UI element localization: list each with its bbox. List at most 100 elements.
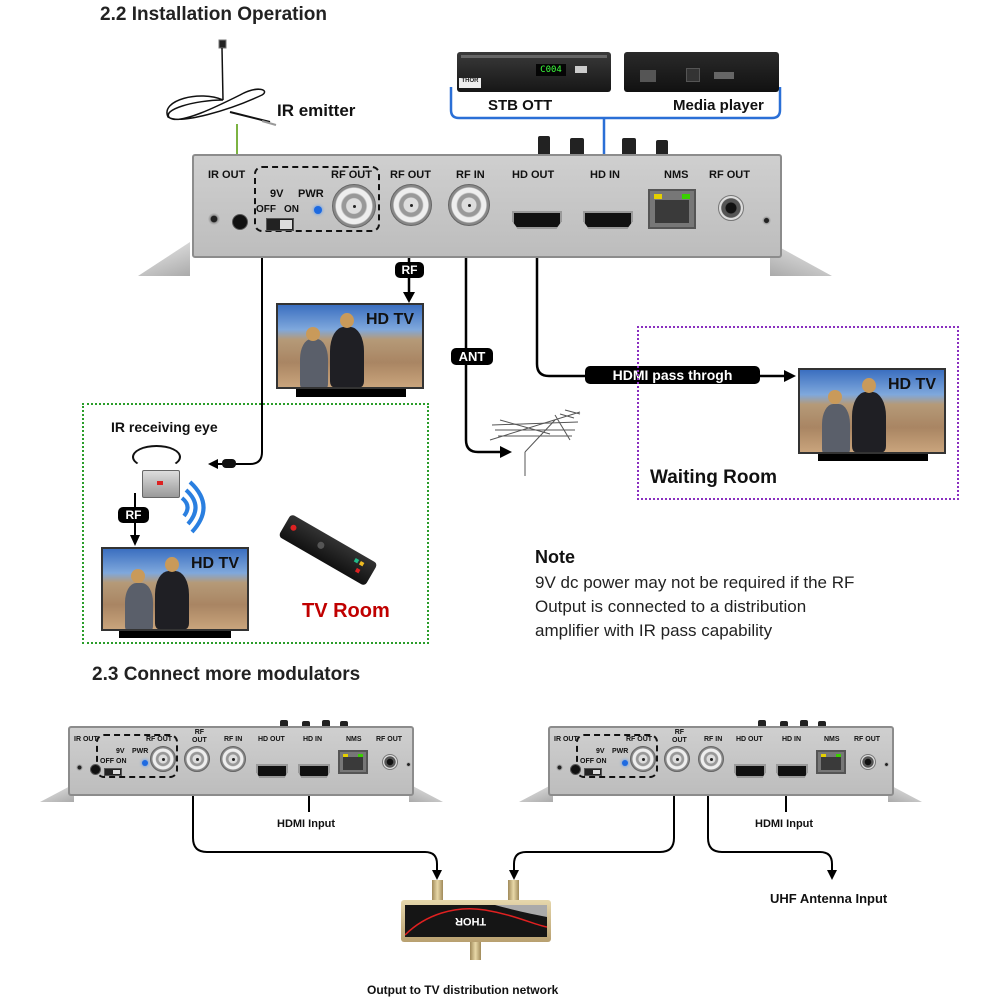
bnc-rf-in[interactable] [698,746,724,772]
label-9v: 9V [116,748,125,755]
port-label-ir-out: IR OUT [74,736,98,743]
power-switch[interactable] [584,768,602,776]
left-hdmi-input-label: HDMI Input [277,818,336,830]
hdmi-out-port[interactable] [256,764,288,778]
bnc-rf-in[interactable] [220,746,246,772]
ethernet-port-icon [640,70,656,82]
ir-out-jack[interactable] [570,764,581,775]
section-title-connect: 2.3 Connect more modulators [92,664,361,685]
label-on: ON [284,204,299,215]
port-label-ir-out: IR OUT [554,736,578,743]
tv-label: HD TV [191,555,239,572]
media-player-label: Media player [673,97,764,114]
port-label-hd-in: HD IN [590,169,620,181]
power-switch[interactable] [266,218,294,231]
port-label-nms: NMS [346,736,362,743]
hdmi-pass-pill: HDMI pass throgh [585,366,760,384]
modulator-panel: IR OUT RF OUT 9V PWR OFF ON RF OUT RF IN… [192,154,782,258]
top-button [622,138,636,156]
note-line: Output is connected to a distribution [535,597,807,616]
port-label-ir-out: IR OUT [208,169,246,181]
waiting-room-label: Waiting Room [650,467,777,488]
uhf-antenna-icon [489,409,581,476]
source-bracket [449,87,782,120]
hdmi-in-port[interactable] [583,211,633,229]
splitter-swoosh-icon [405,905,547,936]
stb-display: C004 [536,64,566,76]
hdmi-port-icon [714,72,734,79]
nms-ethernet-port[interactable] [816,750,846,774]
bnc-rf-out-boxed[interactable] [150,746,176,772]
rf-pill: RF [395,262,424,278]
ir-out-jack[interactable] [232,214,248,230]
ir-eye-cable-icon [132,445,181,469]
ir-emitter-cable-icon [166,39,277,126]
bnc-rf-out[interactable] [664,746,690,772]
ir-out-jack[interactable] [90,764,101,775]
hdmi-in-port[interactable] [776,764,808,778]
top-button [570,138,584,156]
right-hdmi-input-label: HDMI Input [755,818,814,830]
port-label-rf-in: RF IN [456,169,485,181]
dc-jack[interactable] [860,754,876,770]
port-label-nms: NMS [824,736,840,743]
port-label-hd-out: HD OUT [512,169,555,181]
bnc-rf-in[interactable] [448,184,490,226]
screw-icon [762,216,771,225]
port-label-rf-out-boxed: RF OUT [331,169,372,181]
bnc-rf-out-boxed[interactable] [332,184,376,228]
screw-icon [884,762,889,767]
port-label-hd-out: HD OUT [736,736,763,743]
nms-ethernet-port[interactable] [648,189,696,229]
dc-jack[interactable] [382,754,398,770]
bnc-rf-out[interactable] [184,746,210,772]
splitter-port-right [508,880,519,900]
port-label-hd-in: HD IN [782,736,802,743]
nms-ethernet-port[interactable] [338,750,368,774]
thor-logo: THOR [459,78,481,88]
power-led-icon [314,206,322,214]
label-9v: 9V [596,748,605,755]
ir-eye-sensor-icon [222,459,236,468]
bnc-rf-out[interactable] [390,184,432,226]
screw-icon [556,764,563,771]
hd-tv-main: HD TV [276,303,424,397]
stb-ott-device: C004 THOR [457,52,611,92]
port-label-hd-in: HD IN [303,736,323,743]
label-on: ON [596,758,607,765]
port-label-rf-out: RF OUT [390,169,431,181]
port-label-rf-out-dc: RF OUT [854,736,881,743]
optical-port-icon [686,68,700,82]
label-on: ON [116,758,127,765]
hdmi-in-port[interactable] [298,764,330,778]
hdmi-out-port[interactable] [512,211,562,229]
thor-logo: THOR [455,915,487,927]
note-line: amplifier with IR pass capability [535,621,773,640]
port-label-rf-in: RF IN [704,736,723,743]
label-pwr: PWR [612,748,629,755]
usb-port-icon [575,66,587,73]
bnc-rf-out-boxed[interactable] [630,746,656,772]
top-button [656,140,668,156]
label-9v: 9V [270,188,284,200]
ir-emitter-label: IR emitter [277,101,356,120]
ir-receiving-eye-label: IR receiving eye [111,419,218,435]
label-pwr: PWR [132,748,149,755]
label-off: OFF [256,204,276,215]
port-label-rf-out-boxed: RF OUT [626,736,653,743]
power-switch[interactable] [104,768,122,776]
tv-label: HD TV [888,376,936,393]
rf-pill-tv-room: RF [118,507,149,523]
top-button [538,136,550,156]
port-label-rf-out-dc: RF OUT [709,169,750,181]
note-line: 9V dc power may not be required if the R… [535,573,855,592]
dc-power-group [254,166,380,232]
port-label-rf-in: RF IN [224,736,243,743]
label-pwr: PWR [298,188,324,200]
uhf-antenna-input-label: UHF Antenna Input [770,891,888,906]
dc-jack[interactable] [718,195,744,221]
power-led-icon [142,760,148,766]
hdmi-out-port[interactable] [734,764,766,778]
